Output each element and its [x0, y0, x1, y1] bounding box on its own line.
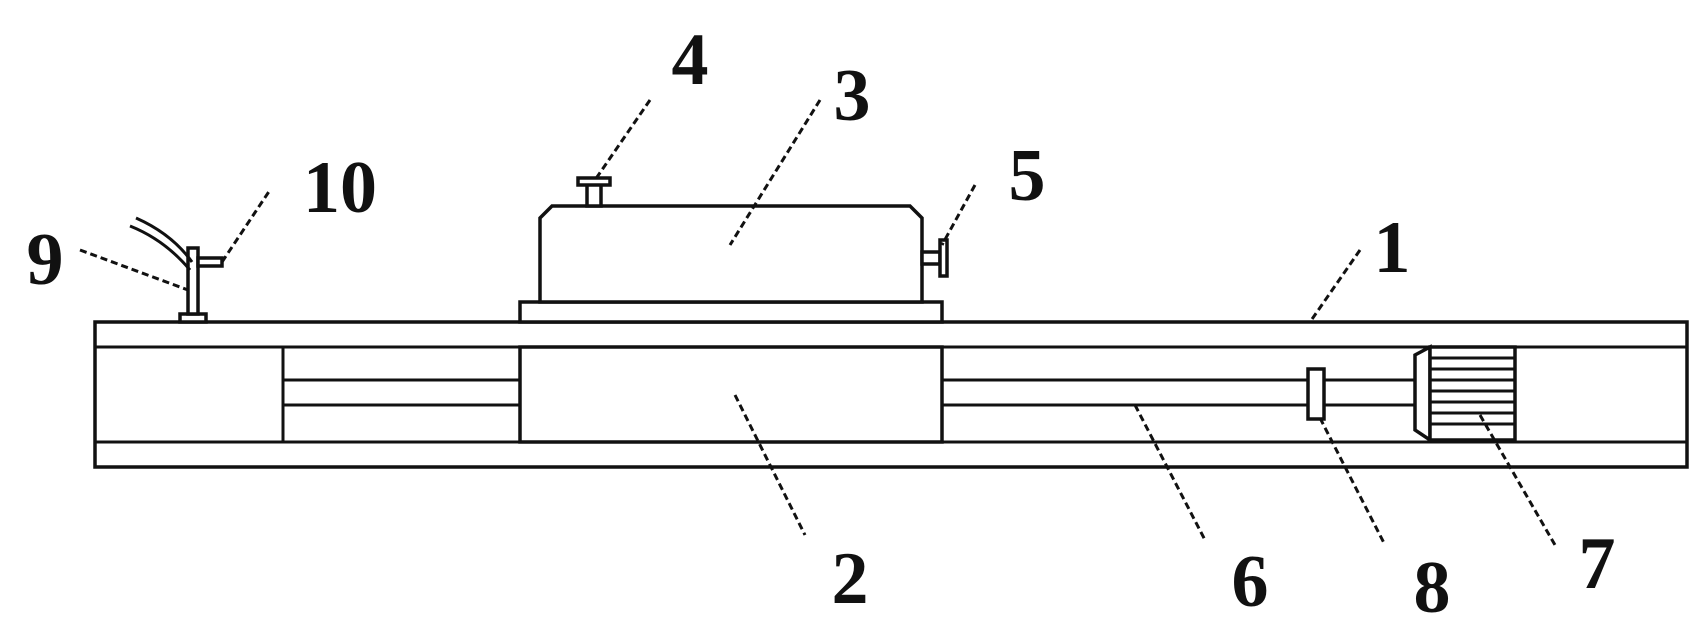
- label-frame: 1: [1374, 207, 1411, 289]
- bracket-assembly: [129, 216, 224, 324]
- label-coupling: 8: [1414, 547, 1451, 618]
- slider-block: [518, 345, 944, 444]
- label-bracket: 9: [27, 219, 64, 301]
- base-plate: [518, 300, 944, 324]
- side-knob: [920, 238, 949, 278]
- box-body: [538, 204, 924, 304]
- label-nozzle-arm: 10: [303, 147, 377, 229]
- top-knob: [576, 176, 612, 208]
- label-motor: 7: [1579, 523, 1616, 605]
- label-top-knob: 4: [672, 19, 709, 101]
- label-slider-block: 2: [832, 538, 869, 618]
- label-box-body: 3: [834, 55, 871, 137]
- leader-lines: [79, 99, 1557, 546]
- label-side-knob: 5: [1009, 135, 1046, 217]
- label-lead-screw: 6: [1232, 541, 1269, 618]
- motor: [1413, 344, 1517, 444]
- coupling: [1306, 367, 1326, 421]
